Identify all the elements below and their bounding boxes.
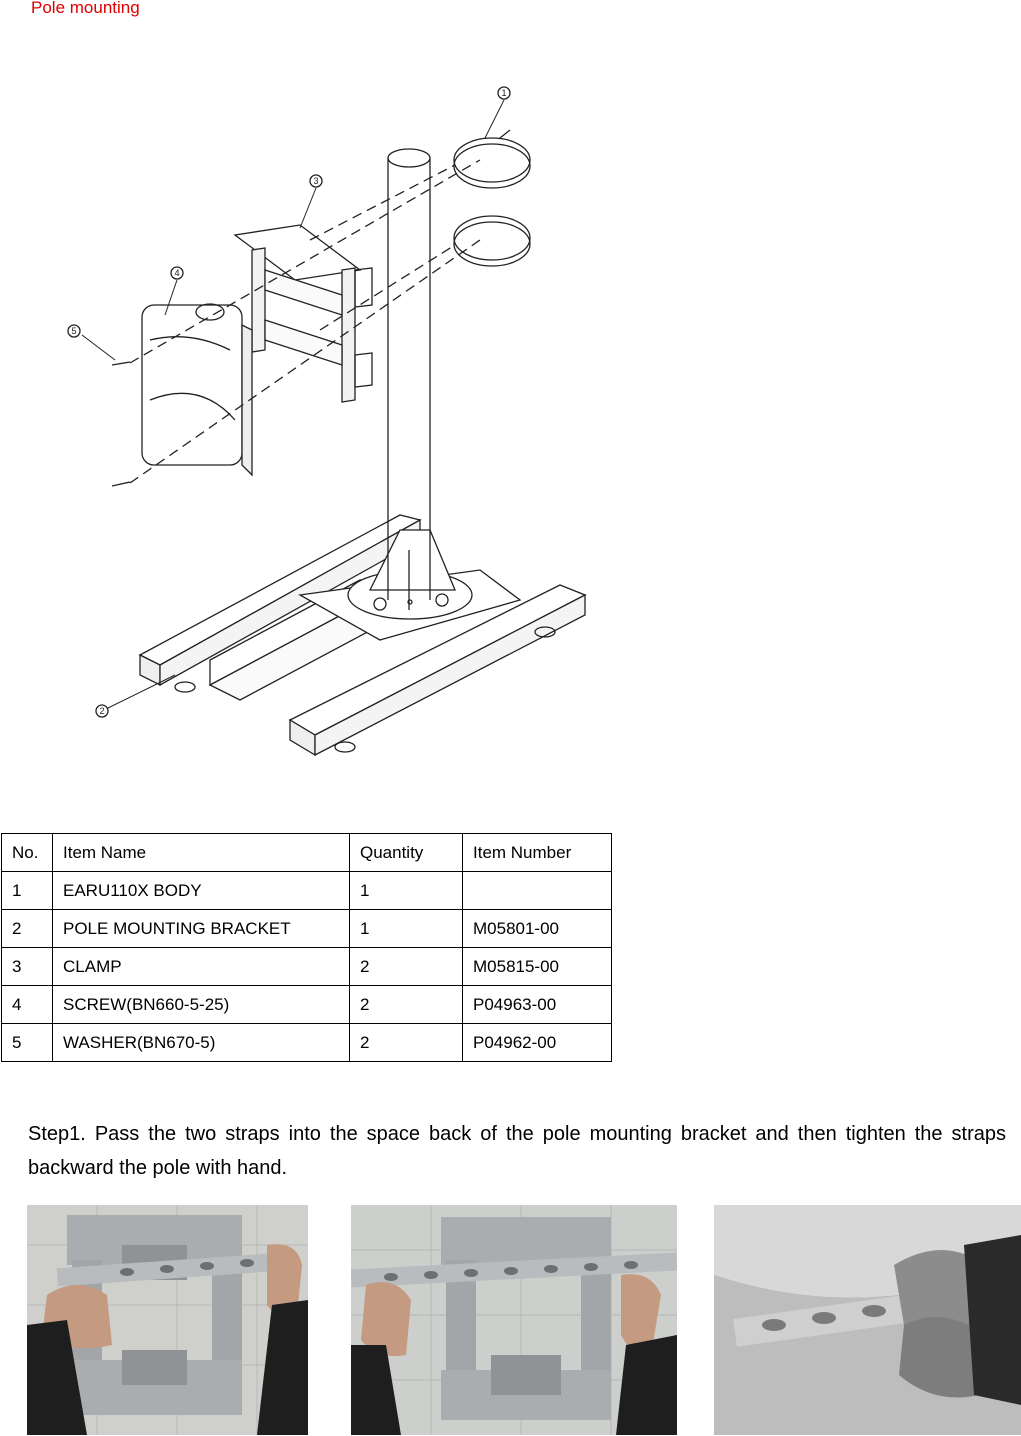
base-frame bbox=[138, 514, 587, 757]
callout-1: 1 bbox=[501, 88, 506, 98]
leader-lines bbox=[81, 99, 505, 709]
pole bbox=[387, 148, 431, 610]
cell-item-number: P04962-00 bbox=[462, 1023, 612, 1062]
section-heading: Pole mounting bbox=[31, 0, 140, 17]
cell-item-name: EARU110X BODY bbox=[52, 871, 350, 910]
cell-item-name: SCREW(BN660-5-25) bbox=[52, 985, 350, 1024]
header-item-name: Item Name bbox=[52, 833, 350, 872]
table-row: 4 SCREW(BN660-5-25) 2 P04963-00 bbox=[1, 985, 612, 1024]
table-row: 3 CLAMP 2 M05815-00 bbox=[1, 947, 612, 986]
table-row: 1 EARU110X BODY 1 bbox=[1, 871, 612, 910]
cell-no: 1 bbox=[1, 871, 53, 910]
cell-no: 3 bbox=[1, 947, 53, 986]
enclosure-body bbox=[141, 303, 253, 477]
screws bbox=[111, 361, 131, 487]
callout-3: 3 bbox=[313, 176, 318, 186]
step1-photo-2 bbox=[351, 1205, 677, 1435]
cell-quantity: 1 bbox=[349, 871, 463, 910]
cell-quantity: 2 bbox=[349, 947, 463, 986]
pole-mounting-diagram: 1 3 4 5 2 bbox=[67, 86, 587, 757]
step1-photo-3 bbox=[714, 1205, 1021, 1435]
cell-item-name: CLAMP bbox=[52, 947, 350, 986]
cell-item-number: P04963-00 bbox=[462, 985, 612, 1024]
cell-quantity: 2 bbox=[349, 985, 463, 1024]
mounting-bracket bbox=[233, 224, 373, 403]
cell-item-name: POLE MOUNTING BRACKET bbox=[52, 909, 350, 948]
table-row: 5 WASHER(BN670-5) 2 P04962-00 bbox=[1, 1023, 612, 1062]
cell-quantity: 1 bbox=[349, 909, 463, 948]
table-row: 2 POLE MOUNTING BRACKET 1 M05801-00 bbox=[1, 909, 612, 948]
callout-4: 4 bbox=[174, 268, 179, 278]
parts-table: No. Item Name Quantity Item Number 1 EAR… bbox=[1, 833, 612, 1062]
assembly-lines bbox=[129, 159, 481, 484]
cell-item-number: M05815-00 bbox=[462, 947, 612, 986]
cell-no: 4 bbox=[1, 985, 53, 1024]
callout-5: 5 bbox=[71, 326, 76, 336]
cell-quantity: 2 bbox=[349, 1023, 463, 1062]
step1-photo-1 bbox=[27, 1205, 308, 1435]
table-header-row: No. Item Name Quantity Item Number bbox=[1, 833, 612, 872]
header-quantity: Quantity bbox=[349, 833, 463, 872]
cell-no: 2 bbox=[1, 909, 53, 948]
cell-no: 5 bbox=[1, 1023, 53, 1062]
header-item-number: Item Number bbox=[462, 833, 612, 872]
cell-item-number bbox=[462, 871, 612, 910]
header-no: No. bbox=[1, 833, 53, 872]
callout-2: 2 bbox=[99, 706, 104, 716]
step1-instruction: Step1. Pass the two straps into the spac… bbox=[28, 1123, 1006, 1179]
cell-item-name: WASHER(BN670-5) bbox=[52, 1023, 350, 1062]
cell-item-number: M05801-00 bbox=[462, 909, 612, 948]
clamps bbox=[453, 129, 531, 267]
